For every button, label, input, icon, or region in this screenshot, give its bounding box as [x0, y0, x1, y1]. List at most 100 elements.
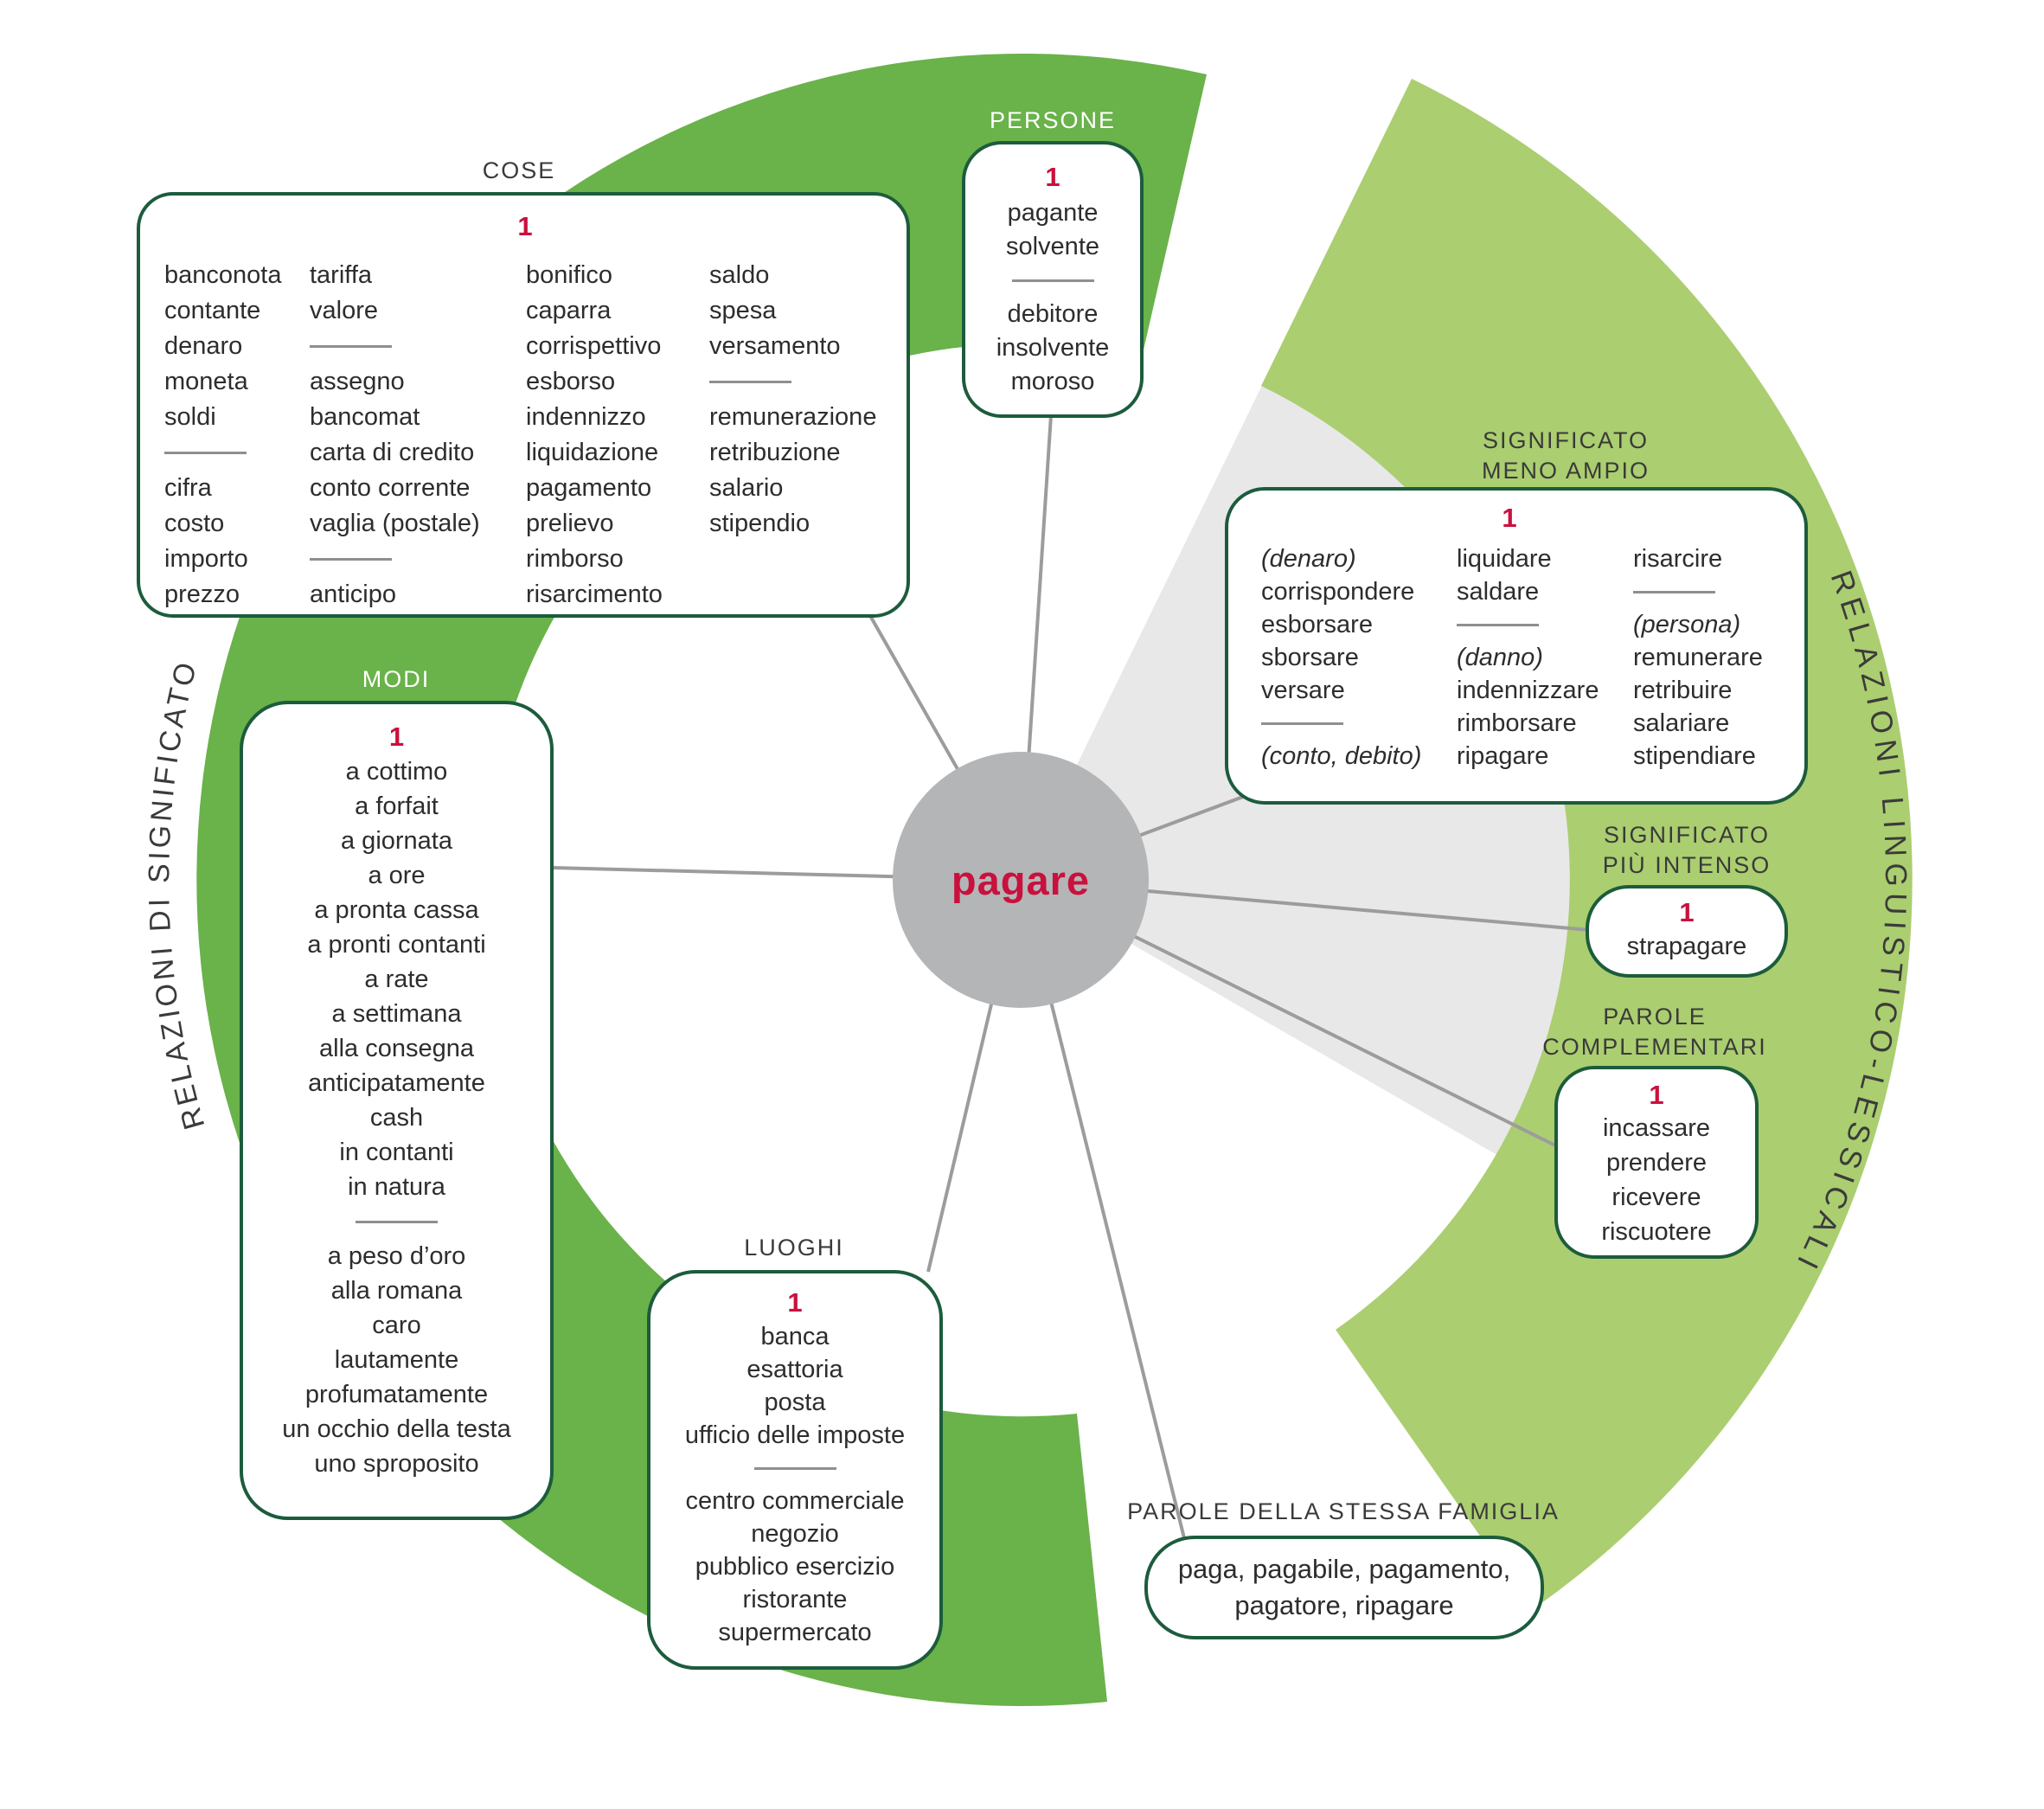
- piu-intenso-label-line2: PIÙ INTENSO: [1602, 852, 1772, 878]
- word-line: prendere: [1558, 1145, 1755, 1180]
- word-line: alla consegna: [243, 1031, 550, 1066]
- word: versamento: [709, 332, 841, 360]
- word-line: costo: [164, 506, 281, 542]
- word: a pronta cassa: [314, 895, 479, 924]
- word: a cottimo: [345, 757, 448, 786]
- word: liquidazione: [526, 439, 659, 466]
- word: moneta: [164, 368, 248, 395]
- word-line: contante: [164, 293, 281, 329]
- word-line: anticipatamente: [243, 1066, 550, 1100]
- word-line: esborso: [526, 364, 663, 400]
- word: assegno: [310, 368, 405, 395]
- word-line: ufficio delle imposte: [650, 1419, 939, 1452]
- word: carta di credito: [310, 439, 475, 466]
- word-line: remunerazione: [709, 400, 876, 435]
- piu-intenso-label-line1: SIGNIFICATO: [1603, 822, 1770, 848]
- sense-number: 1: [1045, 162, 1060, 192]
- word-line: centro commerciale: [650, 1485, 939, 1517]
- luoghi-zone-label: LUOGHI: [744, 1235, 844, 1261]
- word-line: importo: [164, 542, 281, 577]
- word-line: saldo: [709, 258, 876, 293]
- word: a pronti contanti: [307, 930, 486, 959]
- word: banconota: [164, 261, 282, 289]
- word-line: insolvente: [965, 331, 1140, 365]
- word-line: vaglia (postale): [310, 506, 480, 542]
- word: (danno): [1457, 643, 1543, 671]
- word: liquidare: [1457, 544, 1552, 573]
- divider-line: [164, 452, 247, 454]
- word-line: pagamento: [526, 471, 663, 506]
- word: pagamento: [526, 474, 652, 502]
- word-line: [650, 1452, 939, 1485]
- word: solvente: [1005, 233, 1099, 260]
- word-line: alla romana: [243, 1273, 550, 1308]
- sense-number: 1: [1649, 1080, 1664, 1110]
- sense-number: 1: [388, 722, 405, 752]
- word: stipendio: [709, 510, 811, 537]
- word: stipendiare: [1633, 741, 1756, 770]
- word: a peso d’oro: [327, 1241, 466, 1270]
- word: strapagare: [1626, 932, 1747, 960]
- word: lautamente: [334, 1345, 459, 1374]
- word: remunerare: [1633, 643, 1763, 671]
- sense-number: 1: [787, 1287, 803, 1318]
- word-line: (conto, debito): [1261, 740, 1421, 773]
- divider-line: [1011, 279, 1094, 282]
- word-line: a settimana: [243, 997, 550, 1031]
- complementari-zone-label: PAROLE COMPLEMENTARI: [1542, 1002, 1767, 1062]
- word: indennizzo: [526, 403, 646, 431]
- word: a settimana: [331, 999, 462, 1028]
- word-line: cash: [243, 1100, 550, 1135]
- word-line: debitore: [965, 298, 1140, 331]
- word-line: ripagare: [1457, 740, 1599, 773]
- word: supermercato: [718, 1618, 872, 1646]
- word-line: caro: [243, 1308, 550, 1343]
- strapagare-words: strapagare: [1589, 930, 1784, 963]
- word: pubblico esercizio: [695, 1552, 895, 1581]
- word: vaglia (postale): [310, 510, 480, 537]
- word-line: ristorante: [650, 1583, 939, 1616]
- word: anticipatamente: [308, 1068, 485, 1097]
- word-line: assegno: [310, 364, 480, 400]
- word-line: a ore: [243, 858, 550, 893]
- word-line: conto corrente: [310, 471, 480, 506]
- divider-line: [1261, 722, 1343, 725]
- word: ripagare: [1457, 741, 1549, 770]
- word-line: caparra: [526, 293, 663, 329]
- word: rimborsare: [1457, 709, 1577, 737]
- word: prezzo: [164, 581, 240, 608]
- word: prendere: [1605, 1148, 1708, 1177]
- word-line: a pronta cassa: [243, 893, 550, 927]
- word: bancomat: [310, 403, 420, 431]
- word: cash: [369, 1103, 424, 1132]
- word-line: moroso: [965, 365, 1140, 399]
- word-line: ricevere: [1558, 1180, 1755, 1215]
- word-line: strapagare: [1589, 930, 1784, 963]
- word-line: spesa: [709, 293, 876, 329]
- word: prelievo: [526, 510, 614, 537]
- word-line: (denaro): [1261, 542, 1421, 575]
- word-line: banca: [650, 1320, 939, 1353]
- divider-line: [310, 345, 392, 348]
- word: salariare: [1633, 709, 1730, 737]
- word: banca: [760, 1322, 830, 1350]
- divider-line: [310, 558, 392, 561]
- word: cifra: [164, 474, 212, 502]
- word-line: salariare: [1633, 707, 1763, 740]
- word-line: saldare: [1457, 575, 1599, 608]
- word-line: supermercato: [650, 1616, 939, 1649]
- word: tariffa: [310, 261, 373, 289]
- word-line: a rate: [243, 962, 550, 997]
- word-line: paga, pagabile, pagamento,: [1148, 1551, 1541, 1588]
- divider-line: [709, 381, 791, 383]
- sense-number: 1: [1502, 503, 1517, 533]
- meno-ampio-label-line1: SIGNIFICATO: [1482, 427, 1649, 453]
